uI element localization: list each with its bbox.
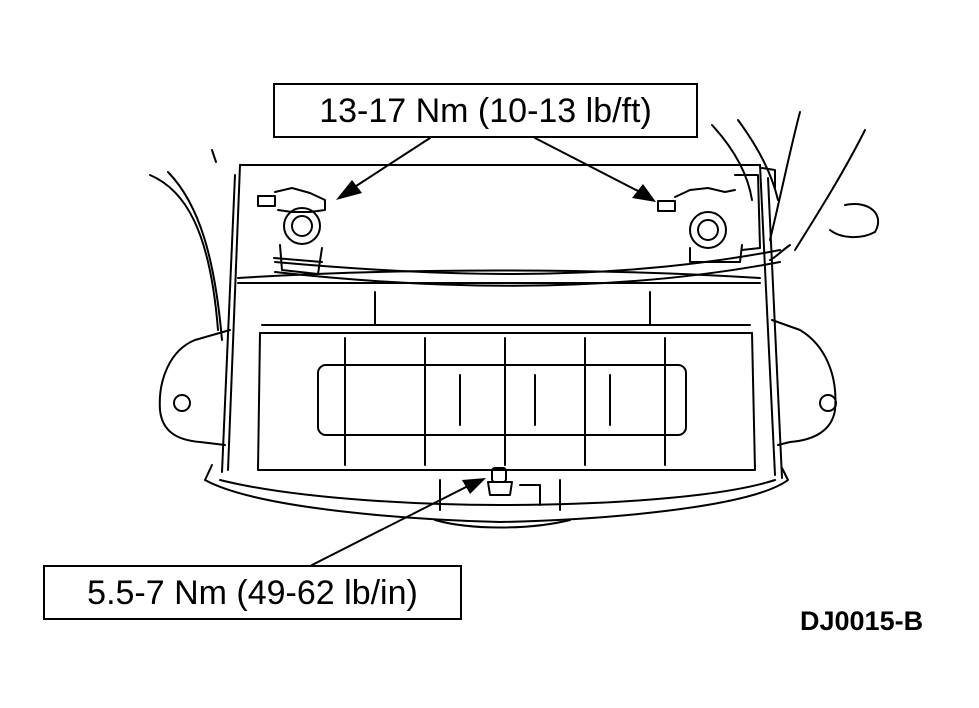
right-terminal-clamp-icon <box>657 167 776 263</box>
left-terminal-clamp-icon <box>257 187 326 275</box>
hold-down-bolt-icon <box>487 467 541 506</box>
terminal-torque-callout: 13-17 Nm (10-13 lb/ft) <box>273 83 698 138</box>
battery-label-panel <box>317 364 687 436</box>
leader-line-bolt <box>311 484 471 566</box>
battery-tray <box>204 464 789 529</box>
battery-housing <box>221 164 783 479</box>
figure-id: DJ0015-B <box>800 606 924 636</box>
arrowhead-right-terminal <box>632 184 656 202</box>
right-cable-bundle <box>711 111 880 261</box>
leader-arrows <box>311 137 641 566</box>
left-apron <box>149 149 223 341</box>
right-mounting-ear <box>771 319 837 446</box>
arrowhead-bolt <box>462 478 486 494</box>
left-mounting-ear <box>158 329 231 446</box>
leader-line-left-terminal <box>349 137 431 191</box>
battery-body <box>257 291 756 471</box>
hold-down-torque-callout: 5.5-7 Nm (49-62 lb/in) <box>43 565 462 620</box>
arrowhead-left-terminal <box>336 180 362 200</box>
leader-line-right-terminal <box>534 137 641 193</box>
